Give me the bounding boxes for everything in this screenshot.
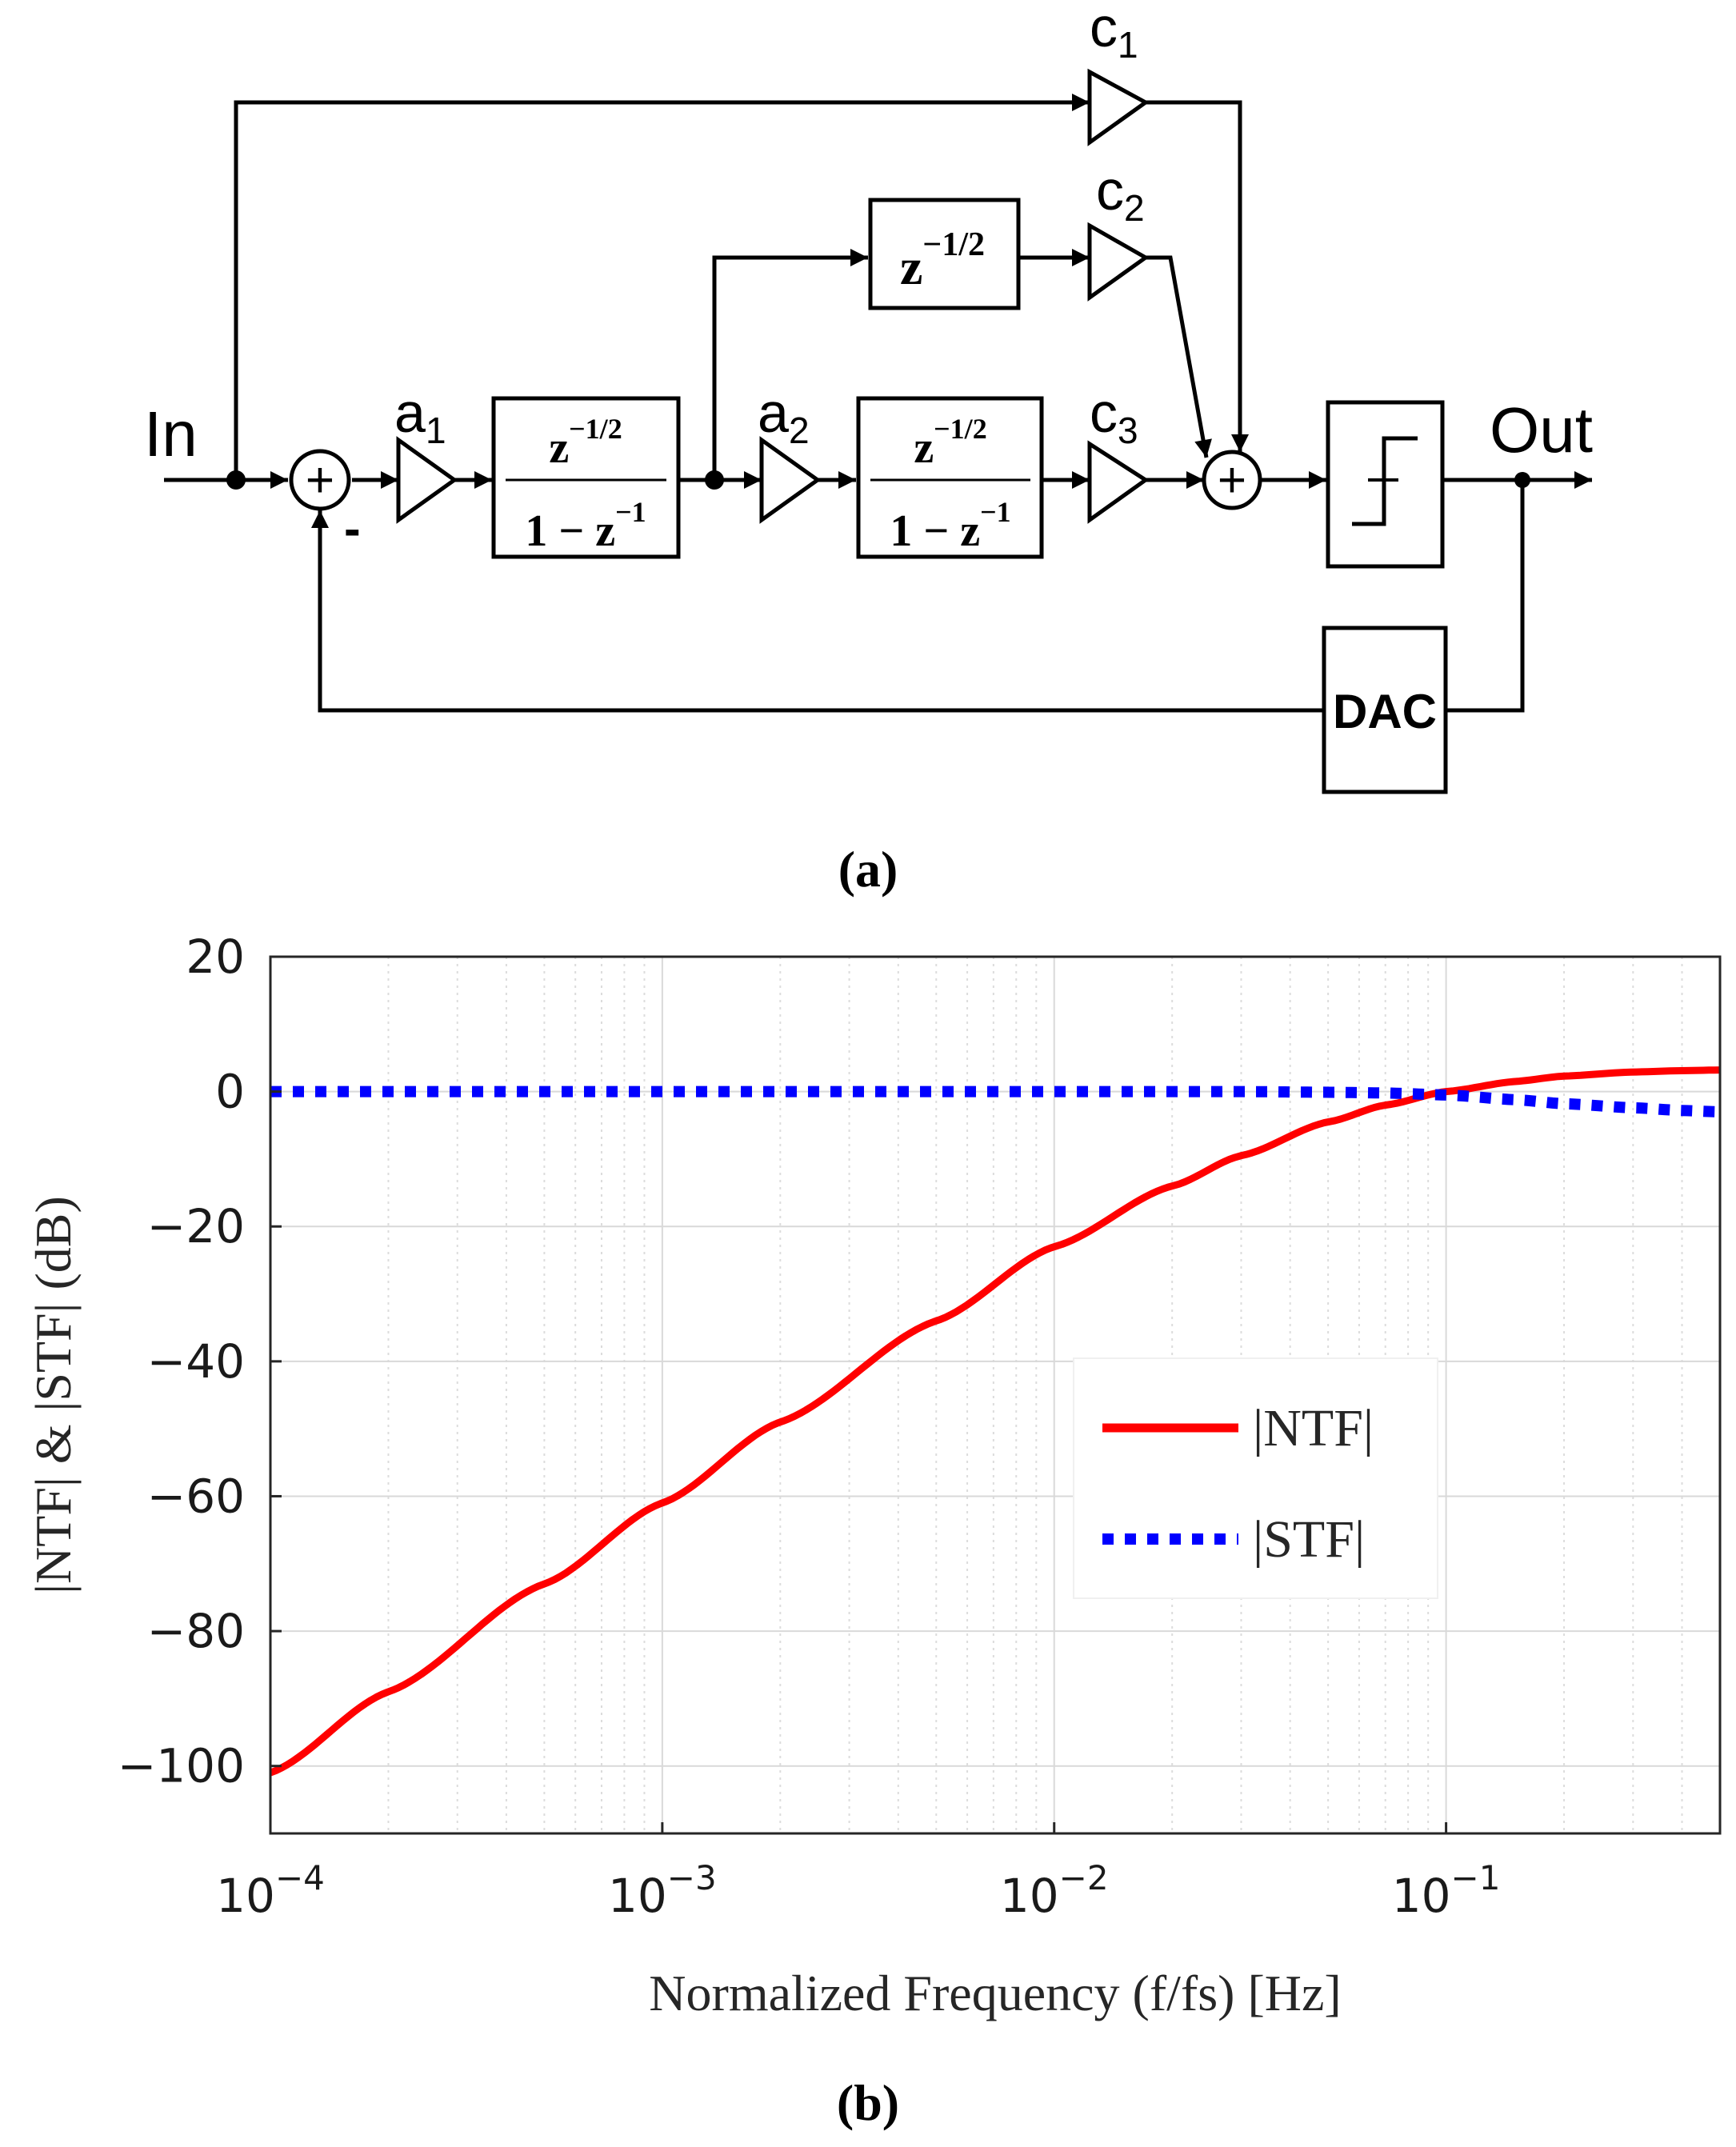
y-tick-labels: 20 0 −20 −40 −60 −80 −100 bbox=[118, 930, 282, 1793]
y-tick-label: 0 bbox=[215, 1065, 245, 1119]
wire-feedback bbox=[311, 510, 1324, 713]
summer-input bbox=[289, 449, 351, 511]
caption-b: (b) bbox=[837, 2074, 899, 2131]
summer-output-symbol: + bbox=[1218, 453, 1246, 508]
legend-box bbox=[1073, 1357, 1438, 1599]
input-label: In bbox=[144, 398, 198, 470]
dac-block bbox=[1322, 626, 1448, 794]
integrator-1-numerator: z−1/2 bbox=[549, 413, 622, 473]
wire-to-delay bbox=[712, 249, 868, 480]
junction-input bbox=[226, 470, 246, 490]
output-label: Out bbox=[1490, 394, 1593, 466]
y-tick-label: −60 bbox=[147, 1469, 245, 1523]
y-axis-label: |NTF| & |STF| (dB) bbox=[25, 1196, 82, 1594]
gain-label-c3: c3 bbox=[1090, 382, 1138, 451]
gain-label-c2: c2 bbox=[1096, 159, 1145, 229]
ntf-stf-chart: 20 0 −20 −40 −60 −80 −100 10−4 10−3 10−2 10−1 |NT… bbox=[25, 930, 1722, 2131]
gain-c3 bbox=[1087, 440, 1150, 524]
x-tick-label: 10−3 bbox=[608, 1858, 717, 1923]
y-tick-label: −100 bbox=[118, 1739, 245, 1793]
legend-label-stf: |STF| bbox=[1253, 1510, 1365, 1569]
wire-feedforward-c1 bbox=[234, 94, 1090, 480]
gain-c1 bbox=[1087, 68, 1150, 146]
wire-c2-to-sum bbox=[1146, 255, 1212, 458]
gain-c2 bbox=[1087, 222, 1150, 302]
delay-block bbox=[868, 198, 1021, 310]
x-axis-label: Normalized Frequency (f/fs) [Hz] bbox=[649, 1965, 1341, 2021]
stf-line bbox=[270, 1085, 1721, 1117]
summer-output bbox=[1202, 450, 1262, 510]
ntf-line bbox=[269, 1066, 1721, 1777]
y-tick-label: −20 bbox=[147, 1199, 245, 1253]
minus-sign: - bbox=[344, 502, 361, 557]
wire-c1-to-sum bbox=[1146, 100, 1249, 452]
diagram-labels: In Out - a1 a2 c1 c2 c3 z−1/2 1 − z−1 z−… bbox=[144, 0, 1593, 898]
dac-label: DAC bbox=[1333, 685, 1437, 738]
gain-label-c1: c1 bbox=[1090, 0, 1138, 66]
summer-input-symbol: + bbox=[306, 453, 334, 508]
caption-a: (a) bbox=[838, 841, 898, 898]
x-tick-label: 10−1 bbox=[1392, 1858, 1501, 1923]
gain-a2 bbox=[759, 436, 822, 524]
junction-int1 bbox=[705, 470, 724, 490]
gain-a1 bbox=[396, 436, 458, 524]
delay-block-label: z−1/2 bbox=[900, 226, 985, 295]
integrator-2 bbox=[856, 396, 1044, 559]
legend-label-ntf: |NTF| bbox=[1253, 1399, 1374, 1457]
gain-label-a1: a1 bbox=[394, 382, 446, 451]
junction-output bbox=[1514, 472, 1530, 488]
integrator-2-numerator: z−1/2 bbox=[914, 413, 986, 473]
plot-frame bbox=[269, 955, 1722, 1835]
y-tick-label: −80 bbox=[147, 1604, 245, 1658]
integrator-1 bbox=[491, 396, 681, 559]
x-tick-label: 10−2 bbox=[1000, 1858, 1109, 1923]
series-layer bbox=[269, 1066, 1721, 1777]
y-tick-label: 20 bbox=[186, 930, 245, 984]
block-diagram: + + bbox=[164, 68, 1592, 794]
wire-to-dac bbox=[1446, 480, 1525, 713]
y-tick-label: −40 bbox=[147, 1334, 245, 1389]
plot-area bbox=[270, 957, 1720, 1833]
legend: |NTF| |STF| bbox=[1073, 1357, 1438, 1599]
gain-label-a2: a2 bbox=[758, 382, 810, 451]
integrator-2-denominator: 1 − z−1 bbox=[890, 496, 1010, 556]
x-tick-labels: 10−4 10−3 10−2 10−1 bbox=[216, 1822, 1500, 1923]
x-tick-label: 10−4 bbox=[216, 1858, 325, 1923]
integrator-1-denominator: 1 − z−1 bbox=[525, 496, 646, 556]
grid-minor bbox=[387, 957, 1683, 1833]
